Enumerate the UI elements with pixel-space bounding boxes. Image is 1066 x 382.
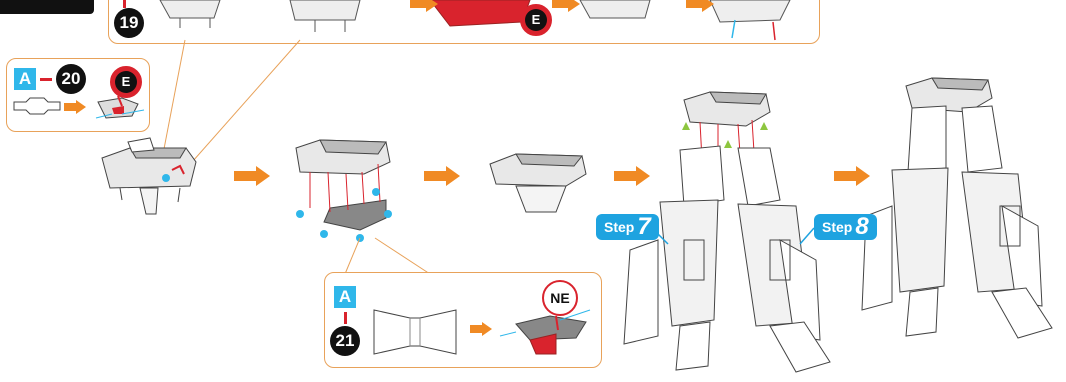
arrow-20 [64, 100, 86, 114]
step-7-number: 7 [637, 213, 651, 240]
ne-marker: NE [542, 280, 578, 316]
dash-21 [344, 312, 347, 324]
model-base-complete [489, 153, 587, 213]
step-8-prefix: Step [822, 219, 853, 235]
step-7-prefix: Step [604, 219, 635, 235]
step-20-badge: 20 [56, 64, 86, 94]
arrow-4 [834, 166, 870, 186]
e-label: E [525, 9, 547, 31]
arrow-3 [614, 166, 650, 186]
arrow-1 [234, 166, 270, 186]
top-part-sketches [159, 0, 791, 41]
part-20-flat [13, 97, 61, 115]
part-sheet-a-badge: A [14, 68, 36, 90]
callout-leaders-21 [344, 237, 431, 275]
arrow-21 [470, 322, 492, 336]
step-8-number: 8 [855, 213, 869, 240]
part-21-folded [499, 309, 591, 355]
model-legs-attach [623, 91, 831, 373]
arrow-2 [424, 166, 460, 186]
dash-20 [40, 78, 52, 81]
model-base-step1 [101, 137, 197, 215]
top-tab [0, 0, 94, 14]
step-19-badge: 19 [114, 8, 144, 38]
e-label-20: E [115, 71, 137, 93]
e-marker-top: E [520, 4, 552, 36]
part-21-flat [373, 309, 457, 355]
e-marker-20: E [110, 66, 142, 98]
top-arrows [410, 0, 714, 12]
model-exploded [295, 139, 392, 242]
part-sheet-a-badge-21: A [334, 286, 356, 308]
top-dash [123, 0, 126, 8]
part-20-folded [95, 95, 145, 119]
step-21-badge: 21 [330, 326, 360, 356]
